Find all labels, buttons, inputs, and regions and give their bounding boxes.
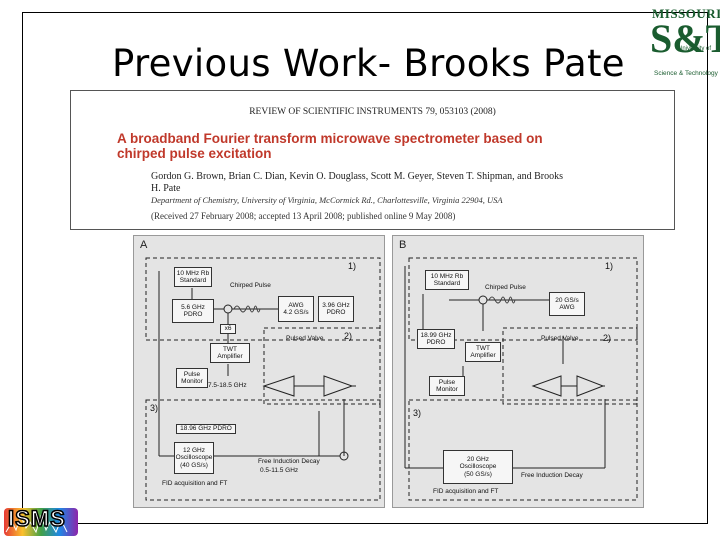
twt-box: TWT Amplifier (210, 343, 250, 363)
multiplier-box: x6 (220, 324, 236, 334)
diagram-b-wiring (404, 257, 638, 501)
slide-frame (22, 12, 708, 524)
paper-affiliation: Department of Chemistry, University of V… (151, 195, 503, 205)
isms-logo-text: ISMS (7, 505, 66, 532)
section-3-label: 3) (150, 403, 159, 413)
fid-label: Free Induction Decay (258, 458, 320, 465)
diagram-a-label: A (140, 239, 148, 251)
diagram-a: A 1) 2) 3) 10 MHz Rb Standard Chirped Pu… (133, 235, 385, 508)
pulsed-valve-label: Pulsed Valve (286, 335, 324, 342)
chirped-pulse-label: Chirped Pulse (230, 282, 271, 289)
fid-range-label: 0.5-11.5 GHz (260, 467, 299, 474)
oscilloscope-box: 12 GHz Oscilloscope (40 GS/s) (174, 442, 214, 474)
slide-title: Previous Work- Brooks Pate (112, 42, 625, 85)
pdro-left-box: 5.6 GHz PDRO (172, 299, 214, 323)
paper-title: A broadband Fourier transform microwave … (117, 131, 543, 161)
freq-range-label: 7.5-18.5 GHz (208, 382, 247, 389)
paper-received: (Received 27 February 2008; accepted 13 … (151, 211, 456, 221)
logo-subtitle: University of (678, 46, 712, 52)
fid-acquisition-label: FID acquisition and FT (162, 480, 228, 487)
missouri-st-logo: MISSOURI S&T University of Science & Tec… (640, 6, 720, 84)
diagram-a-wiring (145, 257, 381, 501)
chirped-pulse-label: Chirped Pulse (485, 284, 526, 291)
pulse-monitor-box: Pulse Monitor (429, 376, 465, 396)
isms-logo: ISMS (0, 504, 82, 540)
diagram-b-label: B (399, 239, 407, 251)
section-1-label: 1) (348, 261, 357, 271)
section-1-label: 1) (605, 261, 614, 271)
fid-label: Free Induction Decay (521, 472, 583, 479)
paper-header-image: REVIEW OF SCIENTIFIC INSTRUMENTS 79, 053… (70, 90, 675, 230)
section-2-label: 2) (603, 333, 612, 343)
pulse-monitor-box: Pulse Monitor (176, 368, 208, 388)
awg-box: AWG 4.2 GS/s (278, 296, 314, 322)
pdro-right-box: 3.96 GHz PDRO (318, 296, 354, 322)
oscilloscope-box: 20 GHz Oscilloscope (50 GS/s) (443, 450, 513, 484)
isms-logo-spectrum (4, 508, 78, 536)
twt-box: TWT Amplifier (465, 342, 501, 362)
rb-standard-box: 10 MHz Rb Standard (174, 267, 212, 287)
pdro-box: 18.99 GHz PDRO (417, 329, 455, 349)
logo-mark: S&T (650, 16, 720, 61)
pdro-bottom-box: 18.96 GHz PDRO (176, 424, 236, 434)
paper-authors: Gordon G. Brown, Brian C. Dian, Kevin O.… (151, 171, 563, 194)
section-2-label: 2) (344, 331, 353, 341)
logo-subtitle-2: Science & Technology (654, 70, 718, 77)
diagram-b: B 1) 2) 3) 10 MHz Rb Standard Chirped Pu… (392, 235, 644, 508)
pulsed-valve-label: Pulsed Valve (541, 335, 579, 342)
fid-acquisition-label: FID acquisition and FT (433, 488, 499, 495)
section-3-label: 3) (413, 408, 422, 418)
journal-citation: REVIEW OF SCIENTIFIC INSTRUMENTS 79, 053… (249, 107, 496, 117)
awg-box: 20 GS/s AWG (549, 292, 585, 316)
rb-standard-box: 10 MHz Rb Standard (425, 270, 469, 290)
logo-university: MISSOURI (652, 6, 720, 21)
